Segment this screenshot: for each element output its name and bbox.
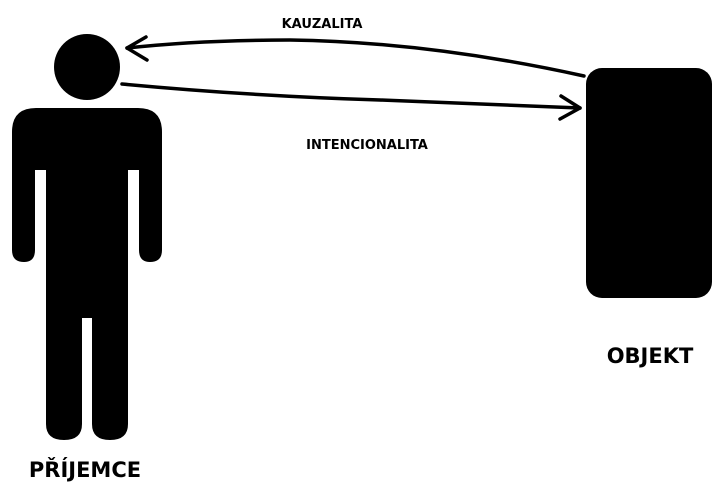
object-label: OBJEKT: [607, 344, 694, 368]
object-rectangle: [586, 68, 712, 298]
person-body: [12, 108, 162, 440]
kauzalita-arrow: [125, 35, 586, 78]
person-label: PŘÍJEMCE: [29, 457, 141, 482]
person-icon: [12, 34, 162, 440]
intencionalita-arrow-line: [120, 82, 582, 110]
intencionalita-arrow: [120, 82, 582, 121]
intencionalita-arrowhead: [558, 94, 582, 121]
kauzalita-label: KAUZALITA: [282, 17, 363, 32]
kauzalita-arrow-line: [125, 38, 586, 78]
kauzalita-arrowhead: [125, 35, 149, 62]
person-head: [54, 34, 120, 100]
intencionalita-label: INTENCIONALITA: [306, 138, 428, 153]
